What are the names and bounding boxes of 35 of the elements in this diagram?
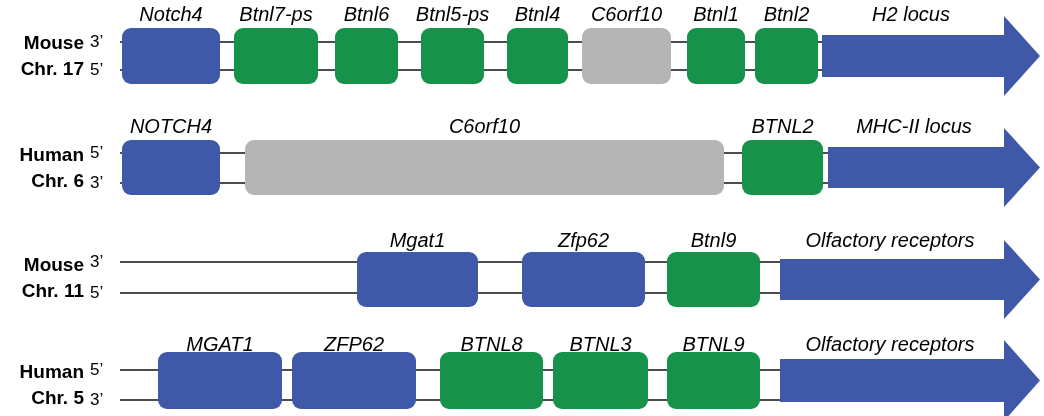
gene-name: ZFP62 bbox=[324, 332, 384, 356]
gene-name: C6orf10 bbox=[590, 2, 663, 26]
gene-name: BTNL3 bbox=[569, 332, 632, 356]
locus-label: Olfactory receptors bbox=[805, 228, 975, 252]
gene-name: Btnl1 bbox=[693, 2, 739, 26]
strand-label: 3’ bbox=[90, 173, 104, 193]
gene-name: Btnl2 bbox=[763, 2, 810, 26]
strand-label: 5’ bbox=[90, 60, 104, 80]
gene-name: Btnl9 bbox=[690, 228, 737, 252]
gene-name: Btnl7-ps bbox=[239, 2, 313, 26]
chromosome-label: Mouse Chr. 11 bbox=[20, 252, 84, 303]
gene-name: BTNL8 bbox=[460, 332, 523, 356]
gene-name: Mgat1 bbox=[389, 228, 446, 252]
locus-label: MHC-II locus bbox=[856, 114, 972, 138]
gene-name: NOTCH4 bbox=[129, 114, 213, 138]
strand-label: 5’ bbox=[90, 143, 104, 163]
gene-name: Notch4 bbox=[139, 2, 203, 26]
chromosome-label: Mouse Chr. 17 bbox=[19, 31, 84, 81]
gene-name: Btnl4 bbox=[514, 2, 561, 26]
strand-label: 3’ bbox=[90, 252, 104, 272]
gene-name: BTNL2 bbox=[751, 114, 814, 138]
strand-label: 5’ bbox=[90, 360, 104, 380]
gene-name: MGAT1 bbox=[186, 332, 254, 356]
locus-label: Olfactory receptors bbox=[805, 332, 975, 356]
gene-name: Btnl5-ps bbox=[415, 2, 490, 26]
strand-label: 3’ bbox=[90, 32, 104, 52]
chromosome-label: Human Chr. 5 bbox=[18, 360, 84, 410]
strand-label: 5’ bbox=[90, 283, 104, 303]
locus-label: H2 locus bbox=[872, 2, 950, 26]
gene-name: BTNL9 bbox=[682, 332, 745, 356]
gene-name: C6orf10 bbox=[448, 114, 521, 138]
gene-name: Btnl6 bbox=[343, 2, 390, 26]
strand-label: 3’ bbox=[90, 390, 104, 410]
gene-name: Zfp62 bbox=[557, 228, 610, 252]
chromosome-label: Human Chr. 6 bbox=[18, 143, 84, 193]
